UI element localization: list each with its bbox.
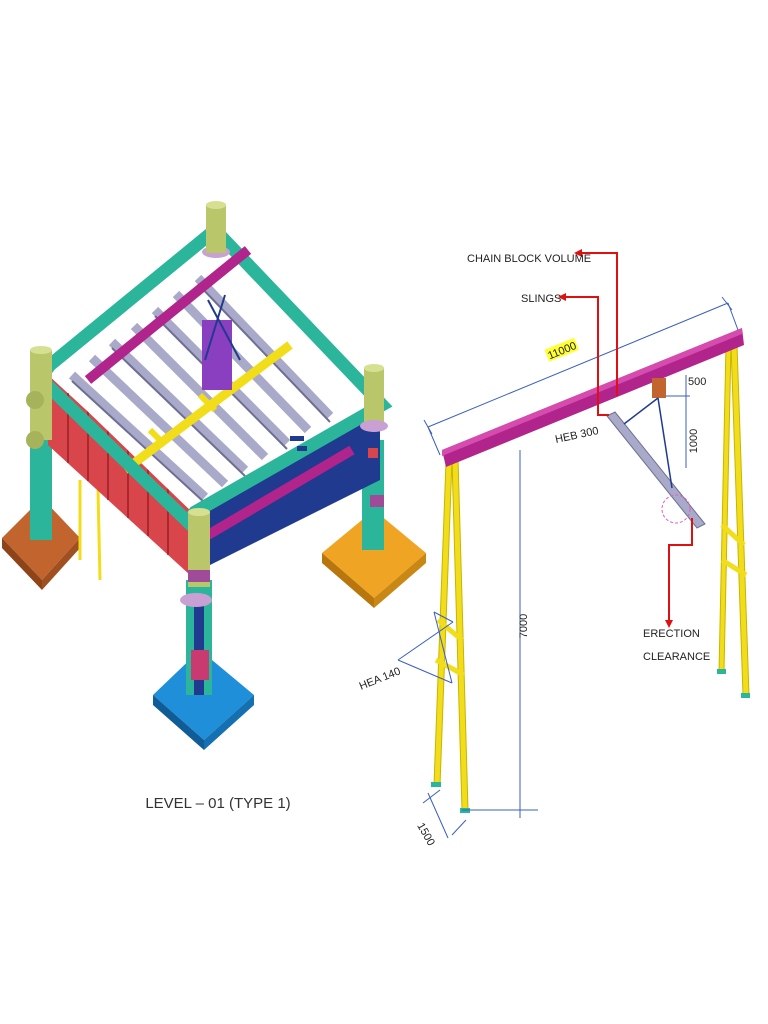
level-01-3d-model: LEVEL – 01 (TYPE 1)	[2, 201, 426, 812]
height-dimension: 7000	[518, 614, 530, 638]
arrow-head-chain	[574, 249, 582, 257]
dimension-lines	[397, 296, 739, 839]
erection-label-line2: CLEARANCE	[643, 651, 710, 663]
main-beam-front	[205, 445, 355, 540]
main-beam-back	[84, 246, 252, 384]
beam-label: HEB 300	[554, 425, 600, 446]
gantry-legs	[433, 344, 750, 811]
column-cap-back	[202, 201, 230, 258]
cross-beam-yellow	[122, 341, 293, 474]
slings-label: SLINGS	[521, 293, 561, 305]
erection-clearance-zone	[661, 494, 691, 524]
offset-dimension: 500	[688, 376, 706, 388]
base-dimension: 1500	[414, 821, 437, 848]
level-caption: LEVEL – 01 (TYPE 1)	[145, 795, 290, 812]
chain-block-label: CHAIN BLOCK VOLUME	[467, 253, 591, 265]
column-left	[30, 430, 52, 540]
callout-arrows	[564, 252, 693, 622]
slings	[623, 397, 673, 489]
column-cap-front	[180, 508, 212, 607]
column-cap-right	[360, 364, 388, 458]
erection-label-line1: ERECTION	[643, 628, 700, 640]
chain-block	[652, 378, 666, 398]
span-highlight	[544, 337, 579, 362]
lifted-beam-heb300	[606, 411, 706, 529]
foundation-pad-right	[322, 510, 426, 608]
column-cap-left	[26, 346, 52, 449]
leg-label: HEA 140	[358, 665, 403, 692]
arrow-head-slings	[558, 293, 566, 301]
drop-dimension: 1000	[688, 429, 700, 453]
arrow-head-erection	[665, 620, 673, 628]
